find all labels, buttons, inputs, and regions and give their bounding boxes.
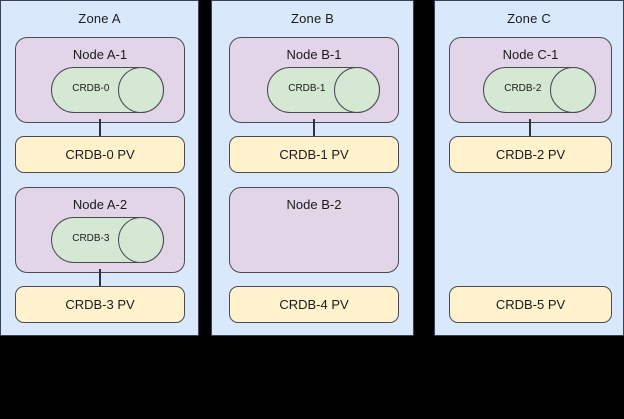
crdb-pod-label-crdb-3: CRDB-3	[72, 233, 110, 244]
zone-panel-b[interactable]: Zone B Node B-1 CRDB-1 CRDB-1 PV Node B-…	[211, 0, 414, 336]
node-box-c-1[interactable]: Node C-1 CRDB-2	[449, 37, 612, 123]
connector-line-crdb-1	[313, 119, 315, 137]
pv-box-crdb-5[interactable]: CRDB-5 PV	[449, 286, 612, 323]
pv-box-crdb-1[interactable]: CRDB-1 PV	[229, 136, 399, 173]
crdb-pod-cylinder-crdb-3[interactable]: CRDB-3	[51, 217, 164, 263]
connector-line-crdb-0	[99, 119, 101, 137]
node-label-c-1: Node C-1	[502, 47, 559, 62]
connector-line-crdb-3	[99, 269, 101, 287]
node-label-a-1: Node A-1	[72, 47, 128, 62]
node-label-a-2: Node A-2	[72, 197, 128, 212]
crdb-pod-label-crdb-2: CRDB-2	[504, 83, 542, 94]
node-box-a-2[interactable]: Node A-2 CRDB-3	[15, 187, 185, 273]
node-box-b-1[interactable]: Node B-1 CRDB-1	[229, 37, 399, 123]
zone-panel-a[interactable]: Zone A Node A-1 CRDB-0 CRDB-0 PV Node A-…	[0, 0, 199, 336]
cylinder-end-cap-icon	[334, 67, 380, 113]
pv-label-crdb-2: CRDB-2 PV	[495, 147, 566, 162]
zone-panel-c[interactable]: Zone C Node C-1 CRDB-2 CRDB-2 PV CRDB-5 …	[434, 0, 624, 336]
zone-title-a: Zone A	[78, 11, 121, 26]
crdb-pod-cylinder-crdb-2[interactable]: CRDB-2	[483, 67, 596, 113]
pv-label-crdb-5: CRDB-5 PV	[495, 297, 566, 312]
pv-box-crdb-3[interactable]: CRDB-3 PV	[15, 286, 185, 323]
zone-title-b: Zone B	[290, 11, 335, 26]
pv-box-crdb-4[interactable]: CRDB-4 PV	[229, 286, 399, 323]
pv-label-crdb-3: CRDB-3 PV	[65, 297, 135, 312]
connector-line-crdb-2	[529, 119, 531, 137]
pv-label-crdb-0: CRDB-0 PV	[65, 147, 135, 162]
cylinder-end-cap-icon	[550, 67, 596, 113]
pv-label-crdb-4: CRDB-4 PV	[279, 297, 349, 312]
crdb-pod-cylinder-crdb-1[interactable]: CRDB-1	[267, 67, 380, 113]
pv-label-crdb-1: CRDB-1 PV	[279, 147, 349, 162]
crdb-pod-label-crdb-0: CRDB-0	[72, 83, 110, 94]
pv-box-crdb-2[interactable]: CRDB-2 PV	[449, 136, 612, 173]
crdb-pod-cylinder-crdb-0[interactable]: CRDB-0	[51, 67, 164, 113]
node-box-b-2[interactable]: Node B-2	[229, 187, 399, 273]
node-box-a-1[interactable]: Node A-1 CRDB-0	[15, 37, 185, 123]
node-label-b-1: Node B-1	[286, 47, 342, 62]
cylinder-end-cap-icon	[118, 67, 164, 113]
node-label-b-2: Node B-2	[286, 197, 342, 212]
cylinder-end-cap-icon	[118, 217, 164, 263]
zone-title-c: Zone C	[507, 11, 551, 26]
pv-box-crdb-0[interactable]: CRDB-0 PV	[15, 136, 185, 173]
crdb-pod-label-crdb-1: CRDB-1	[288, 83, 326, 94]
